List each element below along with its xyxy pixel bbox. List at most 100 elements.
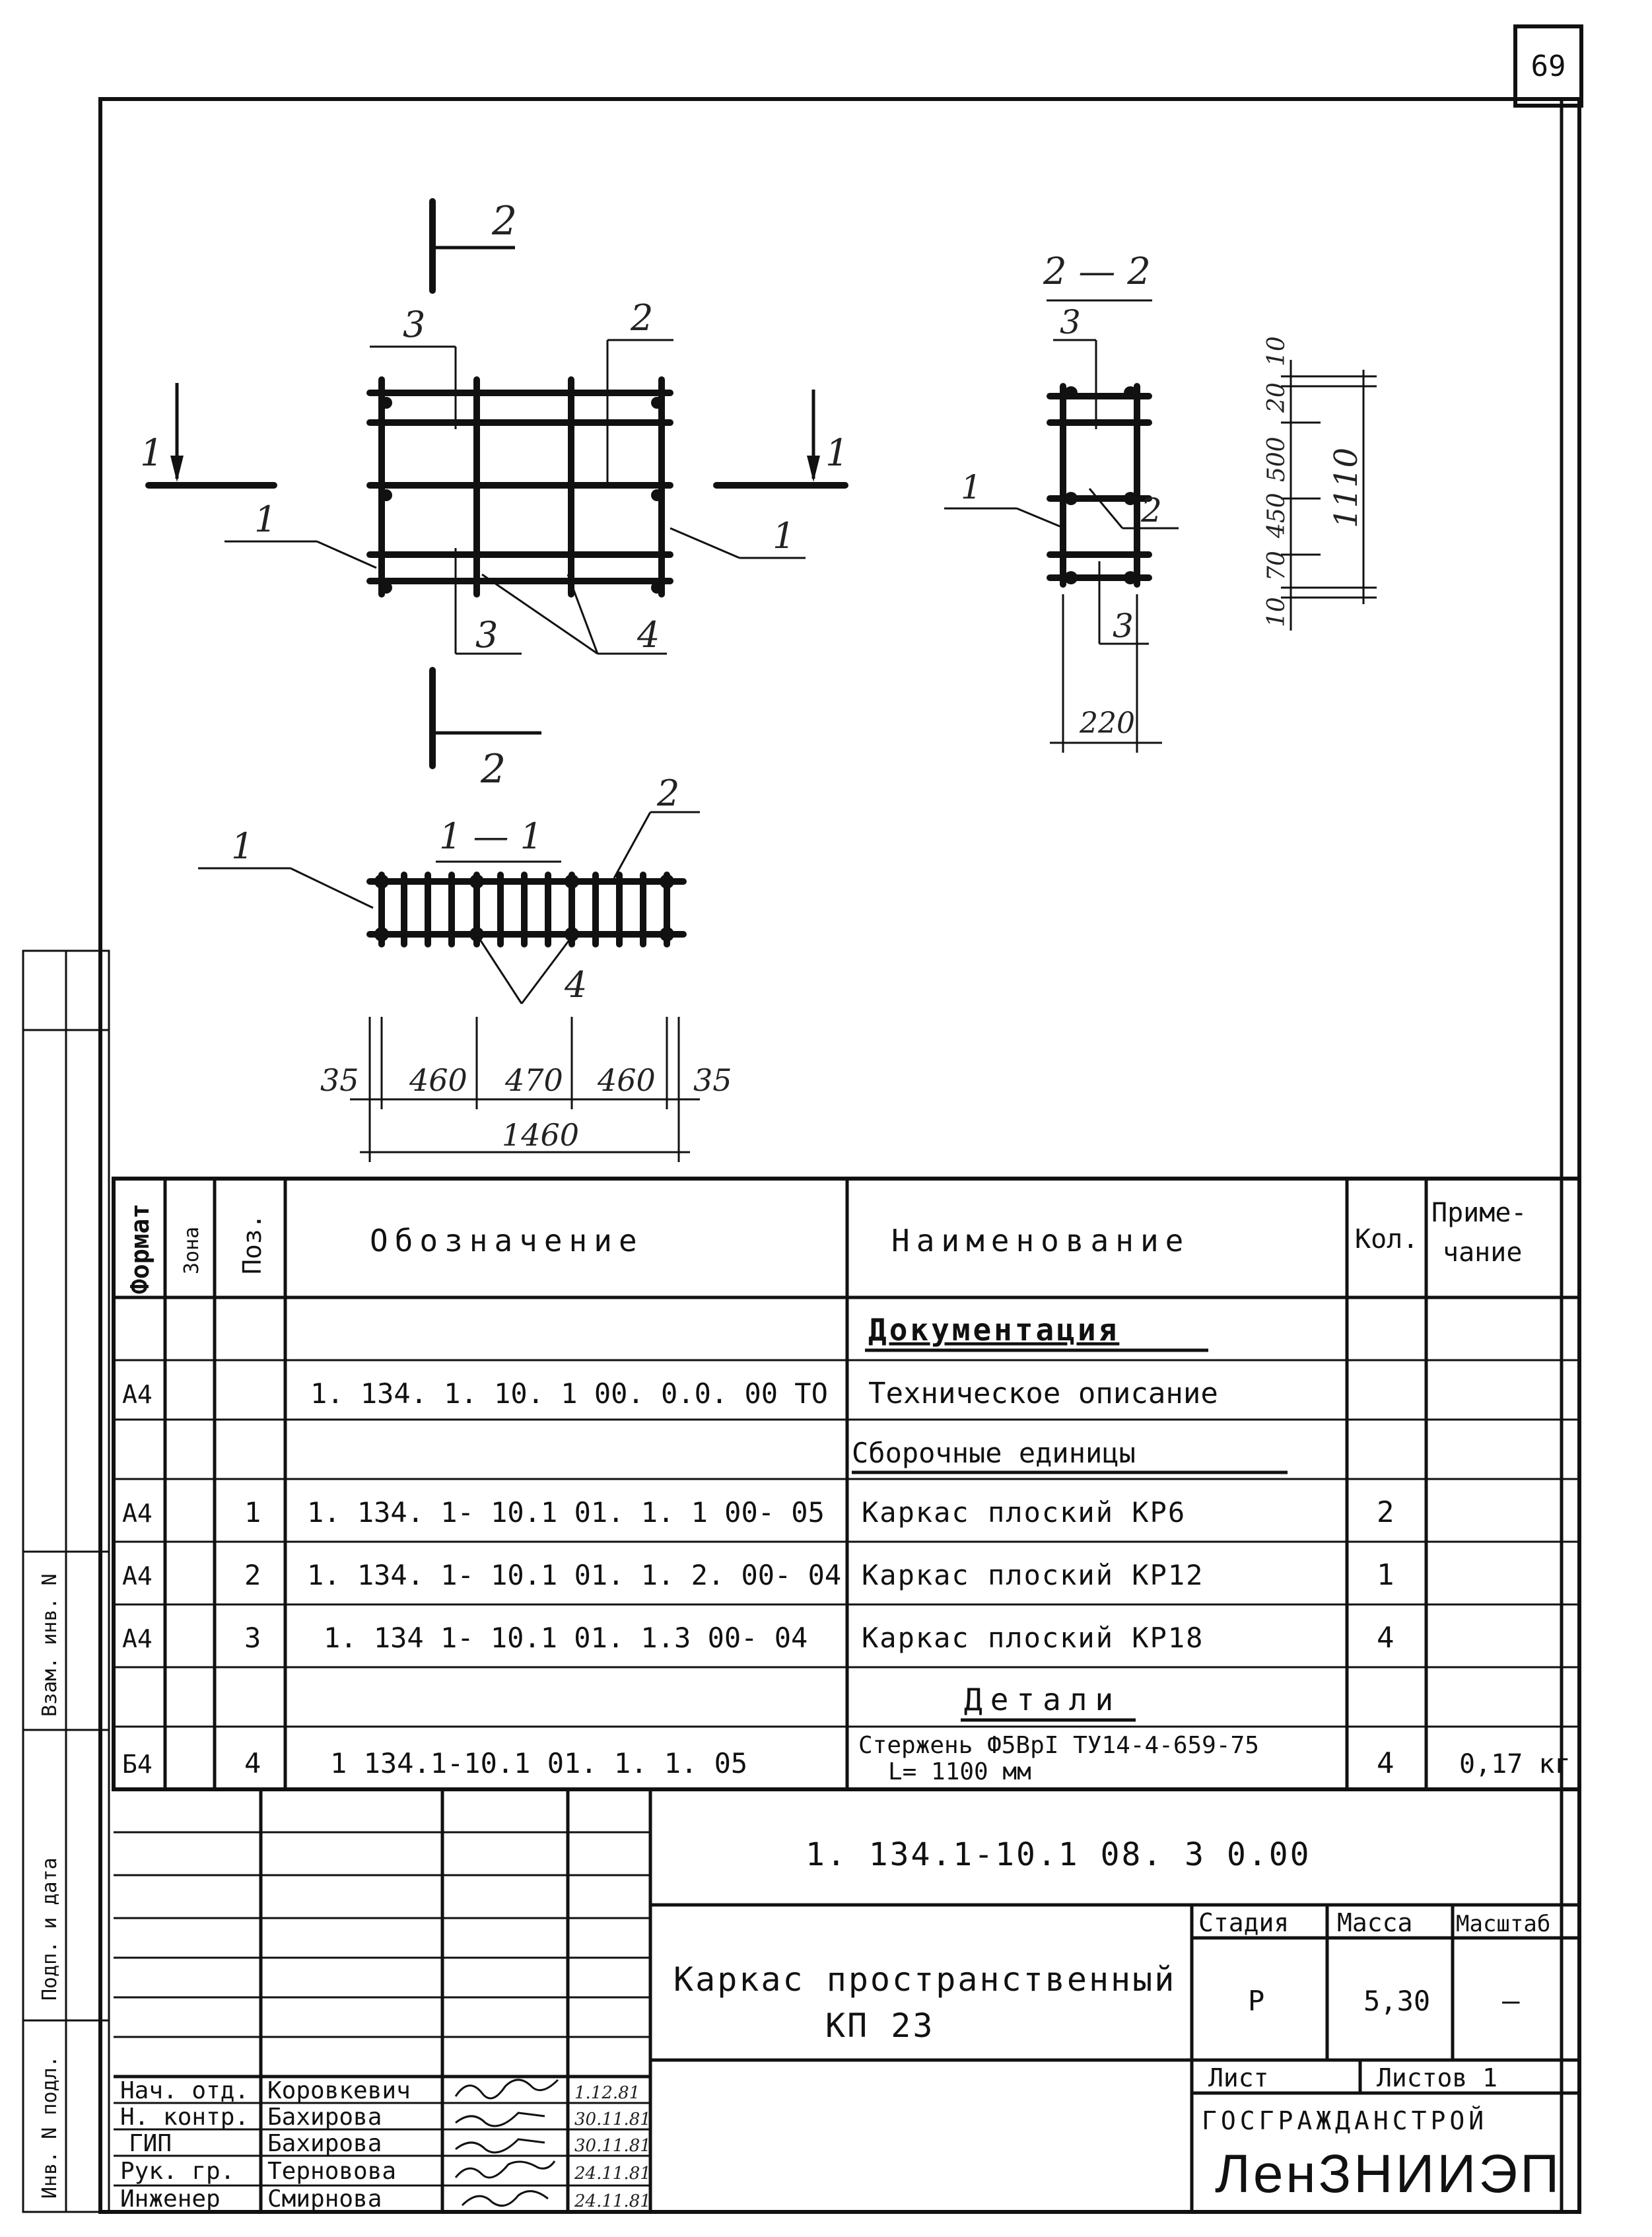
stage-value: Р bbox=[1248, 1985, 1264, 2017]
sheet-label: Лист bbox=[1208, 2063, 1269, 2092]
signer-2-name: Бахирова bbox=[267, 2104, 382, 2131]
row-8-pos: 4 bbox=[244, 1747, 261, 1779]
title-line-2: КП 23 bbox=[825, 2007, 935, 2045]
mass-value: 5,30 bbox=[1363, 1985, 1430, 2017]
dim-460-right: 460 bbox=[597, 1062, 656, 1098]
dim-500: 500 bbox=[1263, 436, 1290, 482]
scale-label: Масштаб bbox=[1456, 1911, 1550, 1937]
header-note-line1: Приме- bbox=[1431, 1198, 1527, 1228]
section-2-2-callout-3-bottom: 3 bbox=[1113, 607, 1134, 645]
section-1-1-title: 1 — 1 bbox=[439, 815, 543, 857]
section-1-1-callout-1: 1 bbox=[231, 825, 254, 867]
scale-value: — bbox=[1502, 1984, 1520, 2018]
row-8-qty: 4 bbox=[1377, 1746, 1394, 1780]
plan-callout-1-left: 1 bbox=[254, 499, 277, 540]
stage-label: Стадия bbox=[1198, 1908, 1289, 1937]
dim-20: 20 bbox=[1263, 382, 1290, 413]
section-2-2-title: 2 — 2 bbox=[1043, 250, 1151, 293]
header-designation: Обозначение bbox=[370, 1223, 644, 1258]
signer-3-role: ГИП bbox=[129, 2130, 172, 2157]
row-8-designation: 1 134.1-10.1 01. 1. 1. 05 bbox=[330, 1747, 747, 1779]
section-2-2-callout-2: 2 bbox=[1140, 491, 1162, 530]
row-1-name: Документация bbox=[868, 1312, 1119, 1348]
dim-35-right: 35 bbox=[693, 1062, 732, 1098]
org-line-1: ГОСГРАЖДАНСТРОЙ bbox=[1202, 2106, 1488, 2135]
signatures bbox=[454, 2079, 559, 2207]
title-line-1: Каркас пространственный bbox=[673, 1960, 1176, 1999]
row-6-designation: 1. 134 1- 10.1 01. 1.3 00- 04 bbox=[324, 1622, 808, 1654]
dim-10-bottom: 10 bbox=[1263, 597, 1290, 627]
plan-callout-4: 4 bbox=[637, 614, 660, 656]
signer-3-date: 30.11.81 bbox=[574, 2136, 651, 2156]
header-name: Наименование bbox=[891, 1223, 1190, 1258]
signer-2-role: Н. контр. bbox=[120, 2104, 249, 2131]
doc-code: 1. 134.1-10.1 08. 3 0.00 bbox=[806, 1836, 1311, 1873]
section-1-1-callout-2: 2 bbox=[656, 773, 679, 814]
row-4-designation: 1. 134. 1- 10.1 01. 1. 1 00- 05 bbox=[307, 1496, 825, 1529]
signer-5-name: Смирнова bbox=[267, 2185, 382, 2213]
section-1-1-callout-4: 4 bbox=[564, 964, 587, 1006]
org-logo: ЛенЗНИИЭП bbox=[1215, 2144, 1562, 2204]
row-8-name-line2: L= 1100 мм bbox=[888, 1758, 1031, 1785]
section-mark-bottom-label: 2 bbox=[480, 746, 506, 792]
signer-4-role: Рук. гр. bbox=[120, 2158, 234, 2185]
row-8-name-line1: Стержень Ф5ВрI ТУ14-4-659-75 bbox=[858, 1732, 1259, 1759]
section-mark-left-label: 1 bbox=[140, 432, 164, 475]
plan-callout-3-top: 3 bbox=[403, 304, 425, 345]
header-format: Формат bbox=[125, 1204, 155, 1294]
plan-callout-1-right: 1 bbox=[773, 515, 795, 557]
row-7-name: Детали bbox=[964, 1682, 1121, 1717]
row-5-pos: 2 bbox=[244, 1559, 261, 1591]
header-zone: Зона bbox=[180, 1227, 203, 1274]
dim-450: 450 bbox=[1263, 493, 1290, 539]
signer-3-name: Бахирова bbox=[267, 2130, 382, 2157]
spec-table: Формат Зона Поз. Обозначение Наименовани… bbox=[112, 1177, 1581, 1791]
row-4-pos: 1 bbox=[244, 1496, 261, 1529]
dim-1460: 1460 bbox=[502, 1117, 579, 1153]
row-5-name: Каркас плоский КР12 bbox=[862, 1559, 1204, 1591]
header-note-line2: чание bbox=[1443, 1237, 1522, 1268]
mass-label: Масса bbox=[1337, 1908, 1412, 1937]
row-5-format: А4 bbox=[122, 1562, 153, 1591]
header-qty: Кол. bbox=[1355, 1224, 1418, 1255]
page-number-box bbox=[1513, 24, 1583, 108]
row-2-designation: 1. 134. 1. 10. 1 00. 0.0. 00 ТО bbox=[310, 1377, 828, 1410]
section-mark-right-label: 1 bbox=[825, 432, 849, 475]
row-6-format: А4 bbox=[122, 1624, 153, 1653]
dim-35-left: 35 bbox=[320, 1062, 359, 1098]
row-2-name: Техническое описание bbox=[868, 1377, 1218, 1410]
section-2-2-callout-3-top: 3 bbox=[1060, 303, 1081, 341]
row-5-designation: 1. 134. 1- 10.1 01. 1. 2. 00- 04 bbox=[307, 1559, 841, 1591]
sheet-frame bbox=[98, 97, 1581, 2214]
dim-70: 70 bbox=[1263, 551, 1290, 581]
row-4-qty: 2 bbox=[1377, 1496, 1394, 1529]
row-2-format: А4 bbox=[122, 1380, 153, 1409]
signer-4-name: Терновова bbox=[267, 2158, 396, 2185]
row-6-qty: 4 bbox=[1377, 1621, 1394, 1655]
page-number: 69 bbox=[1531, 50, 1566, 83]
row-4-format: А4 bbox=[122, 1499, 153, 1528]
section-2-2: 2 — 2 3 1 2 3 220 bbox=[944, 250, 1377, 753]
row-8-note: 0,17 кг bbox=[1459, 1749, 1571, 1779]
plan-callout-2: 2 bbox=[630, 297, 653, 339]
signer-4-date: 24.11.81 bbox=[574, 2164, 651, 2184]
dim-1110: 1110 bbox=[1328, 448, 1365, 528]
row-6-name: Каркас плоский КР18 bbox=[862, 1622, 1204, 1654]
signer-5-role: Инженер bbox=[120, 2185, 221, 2213]
signer-1-name: Коровкевич bbox=[267, 2077, 411, 2104]
side-vzam-inv: Взам. инв. N bbox=[38, 1573, 61, 1717]
plan-callout-3-bottom: 3 bbox=[475, 614, 498, 656]
row-8-format: Б4 bbox=[122, 1750, 153, 1779]
side-stamp: Инв. N подл. Подп. и дата Взам. инв. N bbox=[22, 949, 110, 2213]
dim-460-left: 460 bbox=[409, 1062, 467, 1098]
plan-view: 2 2 1 1 3 bbox=[140, 198, 849, 792]
row-4-name: Каркас плоский КР6 bbox=[862, 1496, 1186, 1529]
signer-5-date: 24.11.81 bbox=[574, 2191, 651, 2211]
section-2-2-callout-1: 1 bbox=[961, 468, 982, 506]
side-podp-data: Подп. и дата bbox=[38, 1857, 61, 2001]
row-6-pos: 3 bbox=[244, 1622, 261, 1654]
section-mark-top-label: 2 bbox=[491, 198, 517, 244]
dim-220: 220 bbox=[1079, 706, 1135, 740]
signer-1-role: Нач. отд. bbox=[120, 2077, 249, 2104]
